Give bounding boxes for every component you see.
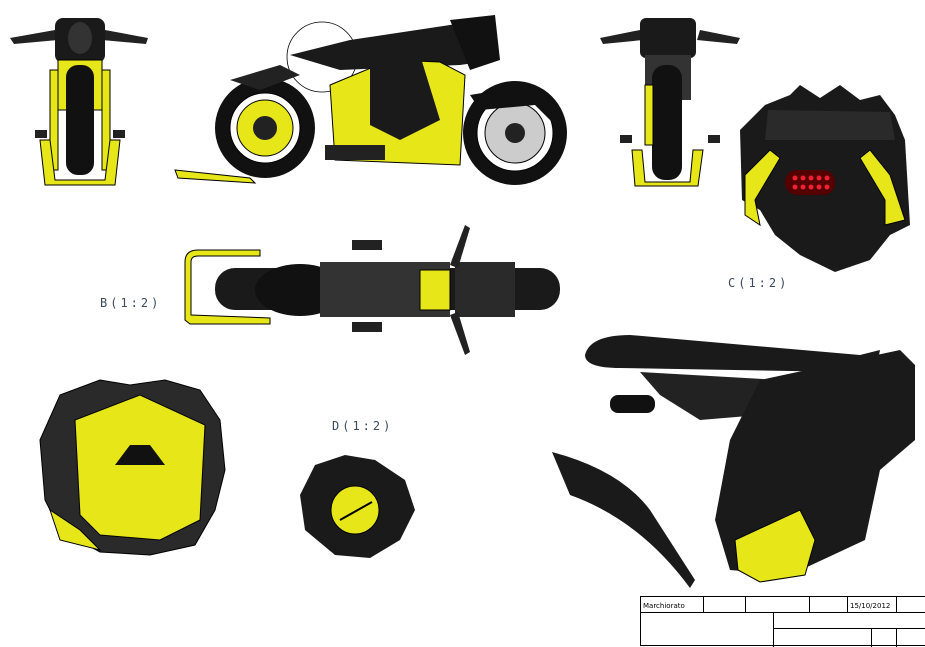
detail-c-view	[740, 85, 910, 272]
front-view	[10, 18, 148, 186]
view-label-d: D(1:2)	[332, 419, 394, 433]
title-cell	[774, 629, 872, 647]
view-label-b: B(1:2)	[100, 296, 162, 310]
title-cell	[641, 613, 774, 647]
title-cell	[872, 629, 897, 647]
rear-view	[600, 18, 740, 187]
title-cell	[810, 597, 848, 613]
title-cell	[774, 613, 925, 629]
title-cell	[704, 597, 746, 613]
seat-fender-view	[552, 335, 915, 588]
side-view	[174, 15, 567, 185]
title-cell	[897, 597, 925, 613]
tank-cap-view	[39, 379, 226, 556]
date-cell: 15/10/2012	[848, 597, 897, 613]
top-view-b	[184, 225, 560, 355]
view-label-c: C(1:2)	[728, 276, 790, 290]
title-block: Marchiorato 15/10/2012	[640, 596, 925, 647]
title-cell	[746, 597, 810, 613]
author-cell: Marchiorato	[641, 597, 704, 613]
detail-d-view	[300, 455, 415, 558]
